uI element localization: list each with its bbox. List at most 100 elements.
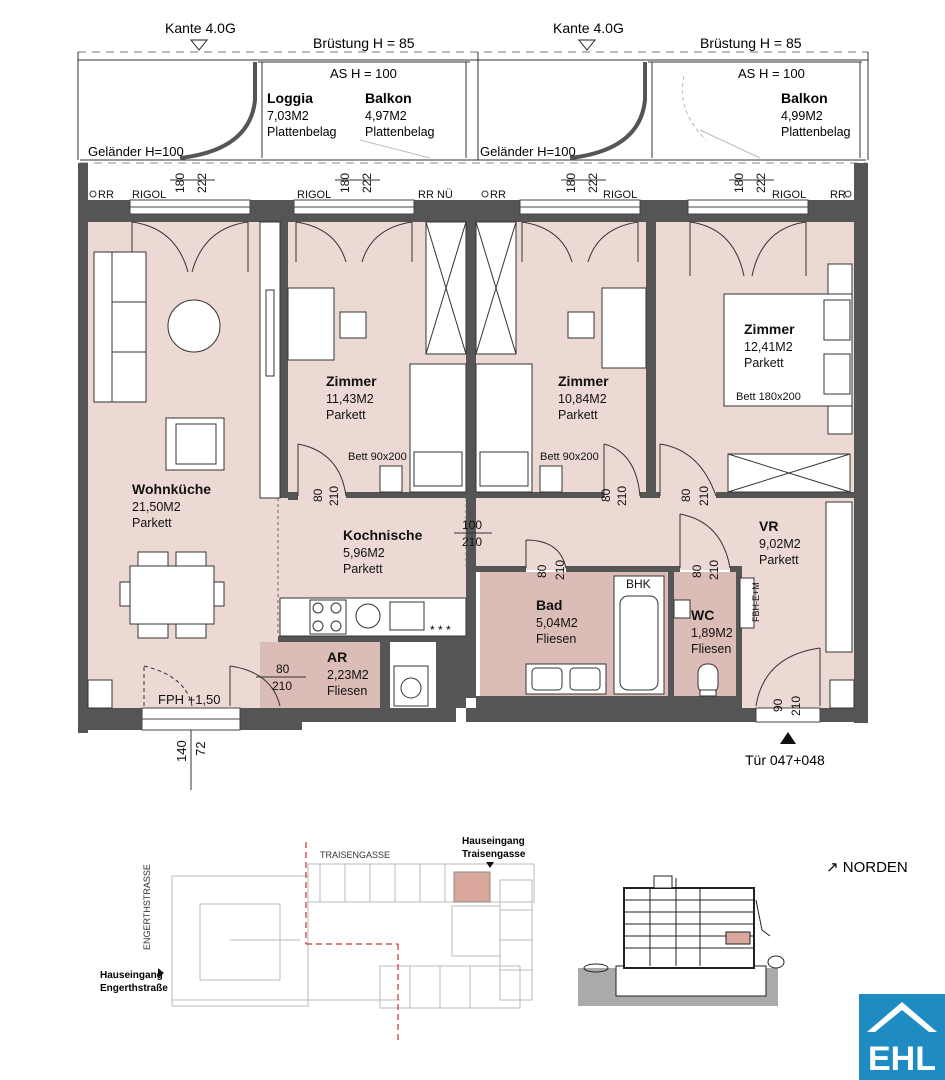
room-wc: WC 1,89M2 Fliesen [691, 607, 733, 656]
dim-180: 180 [338, 173, 352, 193]
dim-140: 140 [174, 740, 189, 762]
door-label: Tür 047+048 [745, 752, 825, 768]
site-boundary [305, 842, 399, 1040]
window-sills [130, 206, 808, 720]
room-name: Zimmer [558, 373, 609, 389]
outdoor-area: 7,03M2 [267, 109, 309, 123]
entrance-left-1: Hauseingang [100, 970, 163, 981]
dim-180: 180 [732, 173, 746, 193]
dim-210: 210 [707, 560, 721, 580]
house-roof-icon [867, 1002, 937, 1032]
room-name: Bad [536, 597, 562, 613]
dim-222: 222 [195, 173, 209, 193]
room-zimmer-1: Zimmer 11,43M2 Parkett [326, 373, 377, 422]
furniture [87, 221, 855, 709]
dim-80: 80 [679, 488, 693, 502]
room-name: VR [759, 518, 778, 534]
room-area: 12,41M2 [744, 340, 793, 354]
street-left: ENGERTHSTRASSE [142, 864, 152, 950]
room-area: 5,04M2 [536, 616, 578, 630]
dim-222: 222 [586, 173, 600, 193]
rr-label: RR [830, 189, 846, 201]
outdoor-floor: Plattenbelag [365, 125, 435, 139]
room-zimmer-2: Zimmer 10,84M2 Parkett [558, 373, 609, 422]
room-floor: Parkett [759, 553, 799, 567]
as-right: AS H = 100 [738, 66, 805, 81]
room-wohnkueche: Wohnküche 21,50M2 Parkett [132, 481, 211, 530]
room-area: 2,23M2 [327, 668, 369, 682]
site-plan [171, 863, 535, 1009]
room-ar: AR 2,23M2 Fliesen [327, 649, 369, 698]
dim-80: 80 [599, 488, 613, 502]
outdoor-floor: Plattenbelag [781, 125, 851, 139]
entrance-top-2: Traisengasse [462, 849, 526, 860]
rigol-label: RIGOL [297, 189, 331, 201]
doors [131, 221, 821, 707]
building-section [578, 875, 785, 1006]
bhk-label: BHK [626, 577, 651, 591]
outdoor-name: Balkon [365, 90, 412, 106]
entrance-left-2: Engerthstraße [100, 983, 168, 994]
room-floor: Fliesen [536, 632, 576, 646]
entrance-top-1: Hauseingang [462, 836, 525, 847]
as-left: AS H = 100 [330, 66, 397, 81]
north-label: ↗ NORDEN [826, 859, 908, 876]
room-floor: Parkett [744, 356, 784, 370]
outdoor-name: Loggia [267, 90, 313, 106]
entrance-arrow-icon [780, 732, 796, 744]
outdoor-loggia: Loggia 7,03M2 Plattenbelag [267, 90, 337, 139]
rigol-label: RIGOL [603, 189, 637, 201]
kante-marker-left [189, 39, 209, 51]
outdoor-floor: Plattenbelag [267, 125, 337, 139]
room-area: 21,50M2 [132, 500, 181, 514]
rigol-label: RIGOL [132, 189, 166, 201]
dim-210: 210 [272, 679, 292, 693]
dim-180: 180 [564, 173, 578, 193]
dim-222: 222 [360, 173, 374, 193]
site-highlight [453, 871, 491, 903]
dim-210: 210 [553, 560, 567, 580]
room-area: 10,84M2 [558, 392, 607, 406]
dim-210: 210 [615, 486, 629, 506]
dim-90: 90 [771, 698, 785, 712]
room-name: WC [691, 607, 714, 623]
dim-210: 210 [462, 535, 482, 549]
room-vr: VR 9,02M2 Parkett [759, 518, 801, 567]
balcony-zone [77, 51, 869, 164]
kante-left: Kante 4.0G [165, 20, 236, 36]
dim-80: 80 [690, 564, 704, 578]
outdoor-balkon-1: Balkon 4,97M2 Plattenbelag [365, 90, 435, 139]
dim-180: 180 [173, 173, 187, 193]
room-name: Zimmer [326, 373, 377, 389]
room-name: Zimmer [744, 321, 795, 337]
room-name: AR [327, 649, 347, 665]
room-bad: Bad 5,04M2 Fliesen [536, 597, 578, 646]
entrance-top-arrow-icon [486, 862, 494, 868]
room-floor: Fliesen [327, 684, 367, 698]
dim-80: 80 [311, 488, 325, 502]
room-floor: Fliesen [691, 642, 731, 656]
bed-label: Bett 90x200 [348, 451, 407, 463]
fph-label: FPH +1,50 [158, 692, 221, 707]
outdoor-area: 4,97M2 [365, 109, 407, 123]
room-area: 9,02M2 [759, 537, 801, 551]
room-floor: Parkett [343, 562, 383, 576]
walls [78, 163, 868, 733]
rr-label: RR [98, 189, 114, 201]
gelaender-right: Geländer H=100 [480, 144, 576, 159]
bruestung-left: Brüstung H = 85 [313, 35, 415, 51]
bruestung-right: Brüstung H = 85 [700, 35, 802, 51]
dim-80: 80 [535, 564, 549, 578]
outdoor-area: 4,99M2 [781, 109, 823, 123]
dim-100: 100 [462, 518, 482, 532]
dim-72: 72 [193, 742, 208, 756]
room-kochnische: Kochnische 5,96M2 Parkett [343, 527, 423, 576]
outdoor-balkon-2: Balkon 4,99M2 Plattenbelag [781, 90, 851, 139]
small-circles [89, 190, 852, 198]
bed-label: Bett 180x200 [736, 391, 801, 403]
entrance-left-arrow-icon [158, 968, 164, 978]
outdoor-name: Balkon [781, 90, 828, 106]
kante-marker-right [577, 39, 597, 51]
room-area: 11,43M2 [326, 392, 374, 406]
